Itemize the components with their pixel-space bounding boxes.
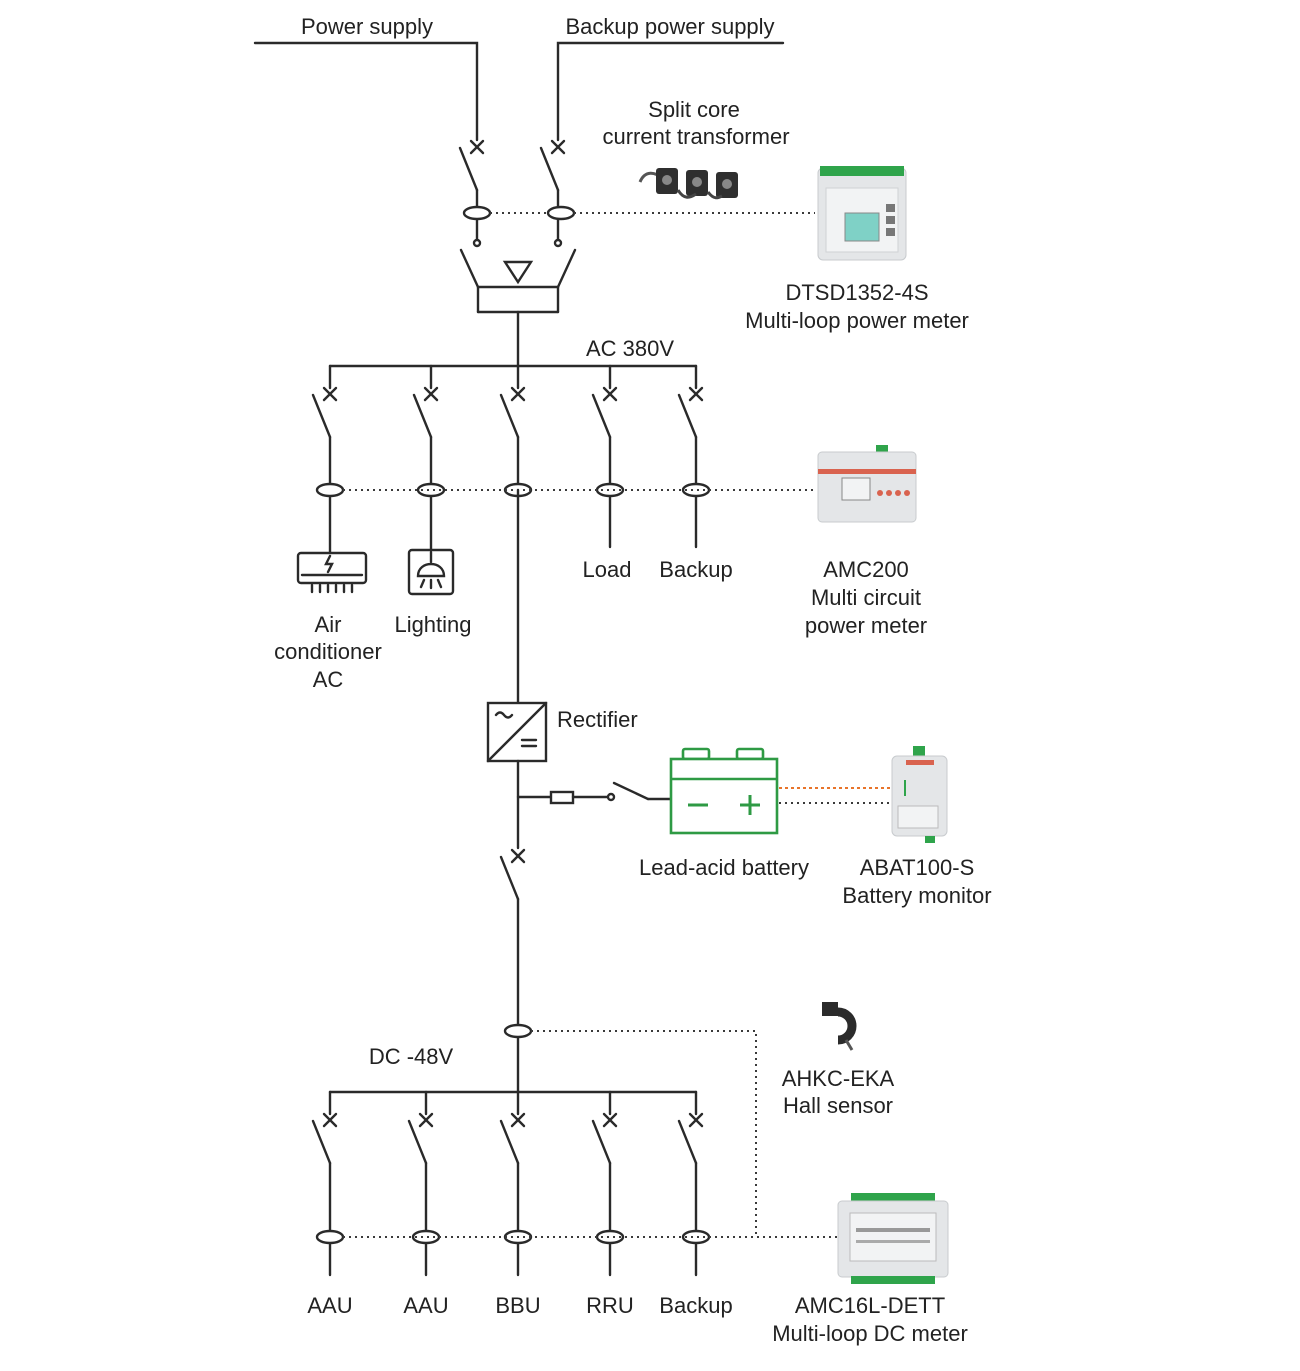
battery-icon xyxy=(669,747,779,835)
feeder-lighting xyxy=(412,364,446,554)
amc200-label-3: power meter xyxy=(805,613,927,638)
air-conditioner-label-2: conditioner xyxy=(274,639,382,664)
dc-load-label: Backup xyxy=(659,1293,732,1318)
current-transformer-icon xyxy=(315,1229,345,1245)
air-conditioner-icon xyxy=(296,551,368,594)
breaker-dc-main xyxy=(499,848,526,1094)
feeder-dc-1 xyxy=(311,1090,345,1277)
feeder-dc-5 xyxy=(677,1090,711,1277)
air-conditioner-label-1: Air xyxy=(315,612,342,637)
abat100-device-icon xyxy=(891,746,948,843)
dc-load-label: BBU xyxy=(495,1293,540,1318)
transfer-switch-icon xyxy=(459,238,577,368)
feeder-trunk xyxy=(499,364,533,498)
ac-feeder-group xyxy=(311,364,711,557)
feeder-dc-3 xyxy=(499,1090,533,1277)
rectifier-label: Rectifier xyxy=(557,707,638,732)
dc-load-label: AAU xyxy=(307,1293,352,1318)
ahkc-label-2: Hall sensor xyxy=(783,1093,893,1118)
ahkc-eka-device-icon xyxy=(822,1002,857,1051)
dtsd1352-device-icon xyxy=(817,166,907,261)
ahkc-label-1: AHKC-EKA xyxy=(782,1066,895,1091)
backup-ac-label: Backup xyxy=(659,557,732,582)
current-transformer-icon xyxy=(315,482,345,498)
dc-load-labels: AAU AAU BBU RRU Backup xyxy=(307,1293,732,1318)
split-core-label-2: current transformer xyxy=(602,124,789,149)
breaker-backup-supply xyxy=(539,139,566,242)
fuse-icon xyxy=(516,781,673,805)
split-core-ct-product-icon xyxy=(638,168,738,200)
air-conditioner-label-3: AC xyxy=(313,667,344,692)
current-transformer-icon xyxy=(416,482,446,498)
feeder-air-conditioner xyxy=(311,364,345,557)
abat-label-2: Battery monitor xyxy=(842,883,991,908)
breaker-main-supply xyxy=(458,139,485,242)
feeder-backup-ac xyxy=(677,364,711,549)
load-label: Load xyxy=(583,557,632,582)
ac-bus-label: AC 380V xyxy=(586,336,674,361)
split-core-label-1: Split core xyxy=(648,97,740,122)
dtsd-label-2: Multi-loop power meter xyxy=(745,308,969,333)
backup-power-supply-label: Backup power supply xyxy=(565,14,774,39)
amc16-label-2: Multi-loop DC meter xyxy=(772,1321,968,1346)
amc200-device-icon xyxy=(817,445,917,523)
abat-label-1: ABAT100-S xyxy=(860,855,975,880)
amc200-label-1: AMC200 xyxy=(823,557,909,582)
amc16l-device-icon xyxy=(837,1193,949,1284)
hall-sensor-dotted-link xyxy=(531,1030,757,1237)
lamp-icon xyxy=(407,548,455,596)
feeder-load xyxy=(591,364,625,549)
dc-load-label: RRU xyxy=(586,1293,634,1318)
power-supply-label: Power supply xyxy=(301,14,433,39)
dtsd-label-1: DTSD1352-4S xyxy=(785,280,928,305)
supply-lines xyxy=(253,41,785,142)
feeder-dc-4 xyxy=(591,1090,625,1277)
dc-load-label: AAU xyxy=(403,1293,448,1318)
amc16-label-1: AMC16L-DETT xyxy=(795,1293,945,1318)
feeder-dc-2 xyxy=(407,1090,441,1277)
amc200-label-2: Multi circuit xyxy=(811,585,921,610)
dc-feeder-group xyxy=(311,1090,711,1277)
lighting-label: Lighting xyxy=(394,612,471,637)
dc-bus-label: DC -48V xyxy=(369,1044,454,1069)
battery-label: Lead-acid battery xyxy=(639,855,809,880)
hall-sensor-ct-icon xyxy=(503,1023,533,1039)
rectifier-icon xyxy=(486,701,548,763)
current-transformer-icon xyxy=(462,205,576,221)
